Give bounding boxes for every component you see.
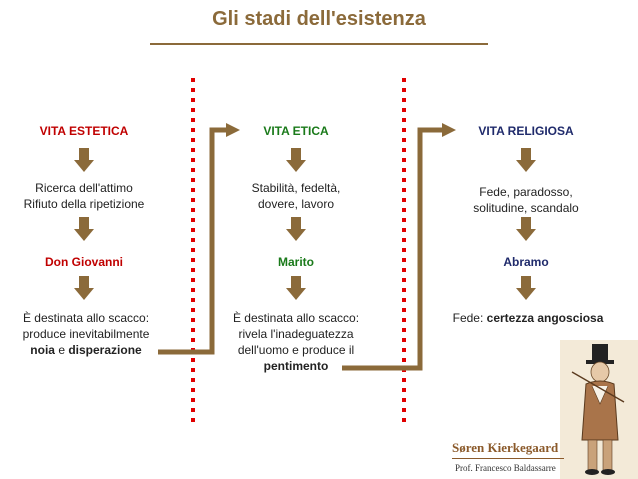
down-arrow-icon	[286, 276, 306, 300]
title-underline	[150, 43, 488, 45]
outcome-line: produce inevitabilmente	[22, 327, 150, 341]
outcome-line: pentimento	[216, 358, 376, 374]
outcome-line: noia e disperazione	[4, 342, 168, 358]
down-arrow-icon	[74, 276, 94, 300]
down-arrow-icon	[516, 148, 536, 172]
traits-vita-religiosa: Fede, paradosso, solitudine, scandalo	[436, 184, 616, 216]
trait-line: Fede, paradosso,	[479, 185, 573, 199]
outcome-label: Fede:	[452, 311, 484, 325]
portrait-caption: Søren Kierkegaard	[452, 440, 559, 455]
kierkegaard-portrait	[560, 340, 638, 479]
trait-line: dovere, lavoro	[257, 197, 335, 211]
right-arrow-icon	[442, 123, 456, 137]
down-arrow-icon	[74, 217, 94, 241]
outcome-vita-etica: È destinata allo scacco: rivela l'inadeg…	[216, 310, 376, 374]
outcome-line: dell'uomo e produce il	[237, 343, 355, 357]
right-arrow-icon	[226, 123, 240, 137]
figure-abramo: Abramo	[503, 255, 549, 269]
page-title: Gli stadi dell'esistenza	[212, 8, 426, 30]
trait-line: Stabilità, fedeltà,	[251, 181, 341, 195]
heading-vita-etica: VITA ETICA	[263, 124, 329, 138]
down-arrow-icon	[516, 217, 536, 241]
connector-arrow-estetica-etica	[158, 127, 228, 355]
figure-don-giovanni: Don Giovanni	[45, 255, 123, 269]
trait-line: Ricerca dell'attimo	[35, 181, 133, 195]
caption-divider	[452, 458, 564, 459]
heading-vita-estetica: VITA ESTETICA	[39, 124, 129, 138]
down-arrow-icon	[286, 217, 306, 241]
figure-marito: Marito	[278, 255, 314, 269]
traits-vita-etica: Stabilità, fedeltà, dovere, lavoro	[216, 180, 376, 212]
trait-line: Rifiuto della ripetizione	[23, 197, 145, 211]
conjunction: e	[58, 343, 65, 357]
author-credit: Prof. Francesco Baldassarre	[455, 463, 556, 473]
outcome-line: È destinata allo scacco:	[22, 311, 150, 325]
down-arrow-icon	[74, 148, 94, 172]
outcome-line: È destinata allo scacco:	[232, 311, 360, 325]
keyword-pentimento: pentimento	[263, 359, 329, 373]
outcome-vita-estetica: È destinata allo scacco: produce inevita…	[4, 310, 168, 358]
down-arrow-icon	[516, 276, 536, 300]
traits-vita-estetica: Ricerca dell'attimo Rifiuto della ripeti…	[0, 180, 168, 212]
outcome-line: rivela l'inadeguatezza	[238, 327, 354, 341]
keyword-certezza-angosciosa: certezza angosciosa	[486, 311, 604, 325]
outcome-vita-religiosa: Fede: certezza angosciosa	[432, 310, 624, 326]
heading-vita-religiosa: VITA RELIGIOSA	[478, 124, 574, 138]
connector-arrow-etica-religiosa	[342, 127, 444, 371]
keyword-disperazione: disperazione	[68, 343, 142, 357]
keyword-noia: noia	[30, 343, 55, 357]
trait-line: solitudine, scandalo	[473, 201, 579, 215]
down-arrow-icon	[286, 148, 306, 172]
